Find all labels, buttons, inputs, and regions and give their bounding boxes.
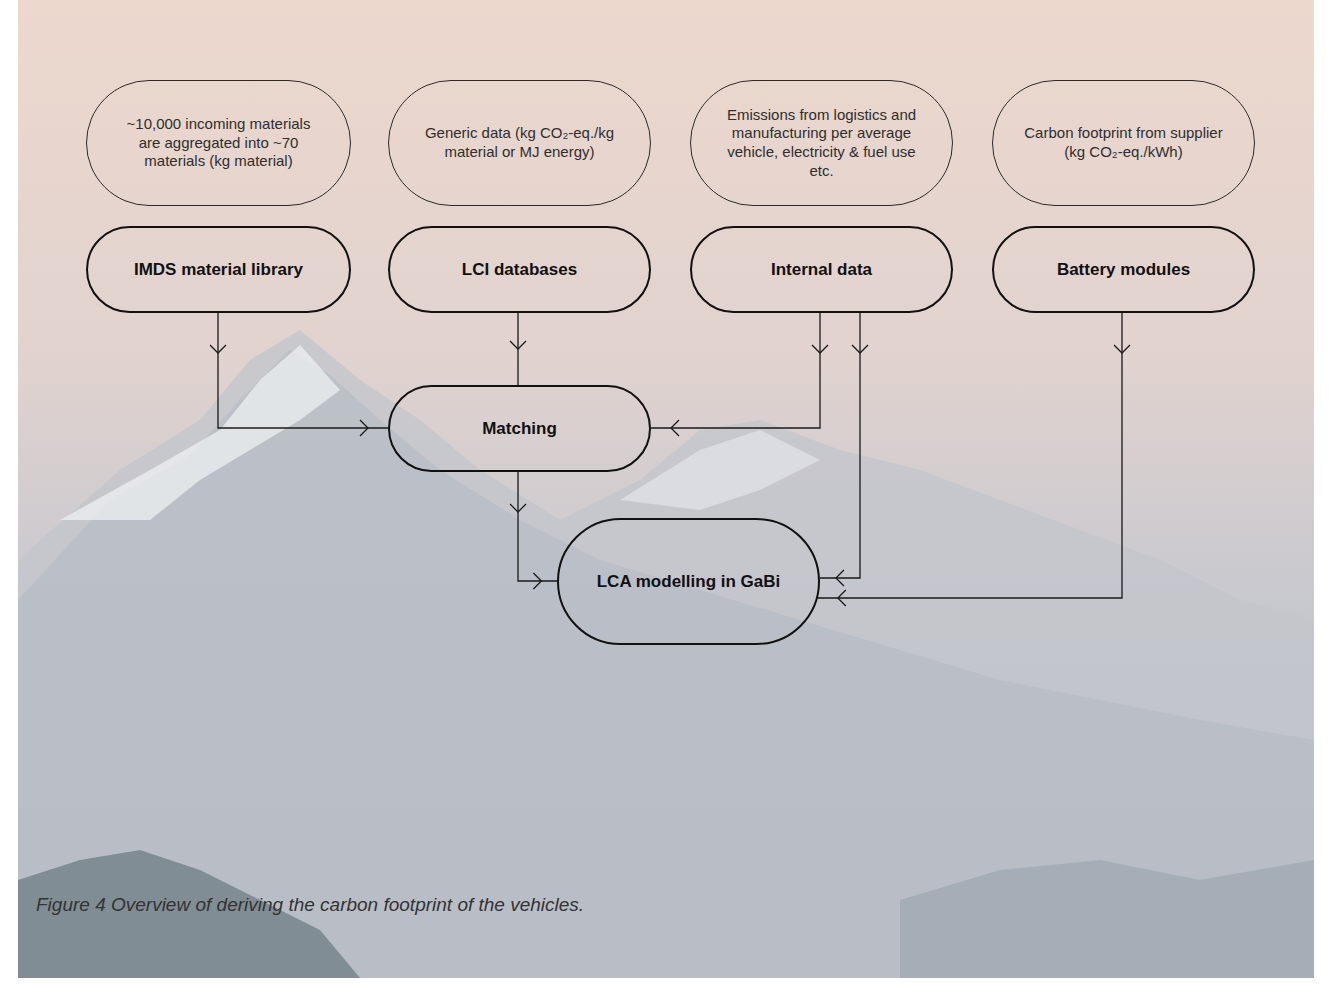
flow-connector: [818, 313, 1130, 606]
node-text-group: IMDS material library: [134, 259, 303, 280]
snow-patch: [620, 430, 820, 510]
process-pill: Matching: [388, 385, 651, 472]
figure-caption: Figure 4 Overview of deriving the carbon…: [36, 894, 584, 916]
sky: [18, 0, 1314, 978]
snow-patch: [60, 345, 340, 520]
node-text-group: Matching: [482, 418, 557, 439]
node-label: Emissions from logistics and manufacturi…: [721, 106, 922, 181]
arrow-chevron: [510, 504, 526, 512]
source-pill: Battery modules: [992, 226, 1255, 313]
connector-line: [518, 472, 557, 581]
description-oval: Generic data (kg CO₂-eq./kg material or …: [388, 80, 651, 206]
arrow-chevron: [671, 420, 679, 436]
node-text-group: Carbon footprint from supplier (kg CO₂-e…: [1023, 124, 1224, 162]
source-pill: Internal data: [690, 226, 953, 313]
node-text-group: Battery modules: [1057, 259, 1190, 280]
node-label: LCA modelling in GaBi: [597, 571, 781, 592]
node-label: Matching: [482, 418, 557, 439]
node-label: LCI databases: [462, 259, 577, 280]
arrow-chevron: [812, 345, 828, 353]
node-label: Internal data: [771, 259, 872, 280]
connector-line: [651, 313, 820, 428]
arrow-chevron: [1114, 345, 1130, 353]
result-pill: LCA modelling in GaBi: [557, 518, 820, 645]
node-text-group: Generic data (kg CO₂-eq./kg material or …: [419, 124, 620, 162]
node-text-group: Emissions from logistics and manufacturi…: [721, 106, 922, 181]
flow-connector: [210, 313, 388, 436]
mountain-range: [18, 330, 1314, 978]
arrow-chevron: [533, 573, 541, 589]
flow-connector: [820, 313, 868, 586]
flow-connector: [510, 472, 557, 589]
node-text-group: LCA modelling in GaBi: [597, 571, 781, 592]
node-label: Generic data (kg CO₂-eq./kg material or …: [419, 124, 620, 162]
connector-line: [818, 313, 1122, 598]
arrow-chevron: [852, 345, 868, 353]
node-label: Carbon footprint from supplier (kg CO₂-e…: [1023, 124, 1224, 162]
description-oval: Emissions from logistics and manufacturi…: [690, 80, 953, 206]
arrow-chevron: [838, 590, 846, 606]
arrow-chevron: [836, 570, 844, 586]
description-oval: Carbon footprint from supplier (kg CO₂-e…: [992, 80, 1255, 206]
connector-line: [820, 313, 860, 578]
node-text-group: ~10,000 incoming materials are aggregate…: [117, 115, 320, 171]
source-pill: LCI databases: [388, 226, 651, 313]
description-oval: ~10,000 incoming materials are aggregate…: [86, 80, 351, 206]
node-label: ~10,000 incoming materials are aggregate…: [117, 115, 320, 171]
node-text-group: LCI databases: [462, 259, 577, 280]
node-label: IMDS material library: [134, 259, 303, 280]
arrow-chevron: [360, 420, 368, 436]
flow-connector: [651, 313, 828, 436]
source-pill: IMDS material library: [86, 226, 351, 313]
node-text-group: Internal data: [771, 259, 872, 280]
arrow-chevron: [210, 345, 226, 353]
foreground-hill: [900, 860, 1314, 978]
arrow-chevron: [510, 341, 526, 349]
flow-connector: [510, 313, 526, 385]
node-label: Battery modules: [1057, 259, 1190, 280]
connector-line: [218, 313, 388, 428]
